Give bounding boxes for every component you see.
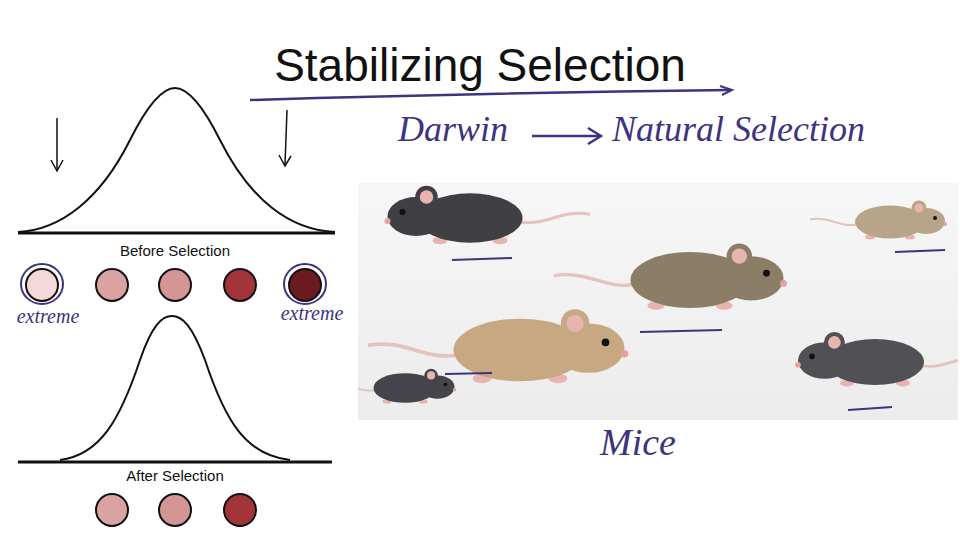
mouse	[795, 332, 958, 387]
hand-arrow	[588, 128, 601, 144]
axis-line	[18, 232, 335, 235]
axis-line	[18, 461, 332, 464]
bell-curve	[18, 88, 335, 232]
hand-note: Mice	[600, 422, 676, 464]
mouse	[554, 243, 787, 309]
hand-note: Darwin	[398, 110, 508, 150]
hand-underline	[445, 250, 945, 410]
hand-arrow	[532, 135, 600, 138]
mouse	[368, 309, 628, 383]
mice-photo	[358, 186, 958, 404]
curve-caption: After Selection	[126, 468, 224, 485]
mouse	[810, 201, 947, 240]
slide-title: Stabilizing Selection	[274, 40, 686, 91]
mouse	[385, 186, 591, 245]
phenotype-circles	[26, 269, 321, 301]
mouse	[358, 369, 456, 404]
selection-arrow	[51, 110, 291, 171]
hand-circle	[21, 264, 326, 304]
curve-caption: Before Selection	[120, 243, 230, 260]
phenotype-circles	[96, 494, 256, 526]
hand-note: extreme	[281, 302, 344, 324]
hand-note: Natural Selection	[612, 110, 865, 150]
hand-underline	[720, 86, 732, 95]
hand-note: extreme	[17, 305, 80, 327]
bell-curve	[60, 316, 290, 460]
hand-underline	[250, 90, 730, 100]
